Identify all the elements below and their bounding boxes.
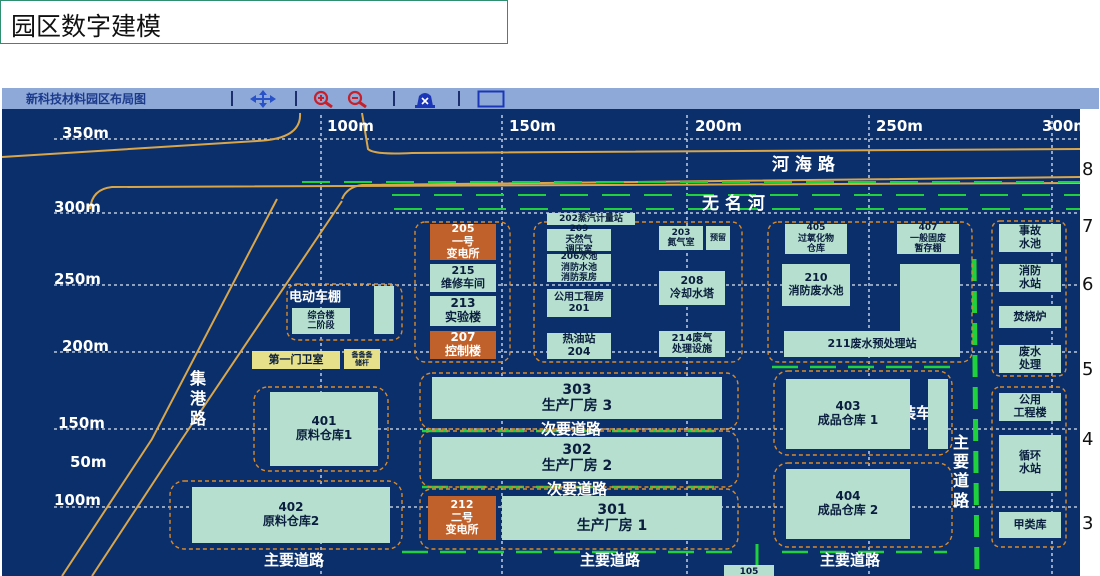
building-213[interactable]: 213 实验楼 (430, 296, 496, 326)
rectangle-select-button[interactable] (476, 89, 506, 108)
building-zonghe[interactable]: 综合楼 二阶段 (292, 308, 350, 334)
zoom-in-icon (313, 90, 333, 108)
road-label-zhuyao: 主要道路 (580, 551, 641, 569)
road-label-ciyao: 次要道路 (547, 480, 608, 498)
toolbar-separator (231, 91, 233, 106)
building-ev-shed[interactable] (374, 286, 394, 334)
road-label-zhuyao-vertical: 主 要 道 路 (953, 433, 970, 510)
axis-top-label: 250m (876, 117, 923, 135)
row-index-label: 8 (1082, 159, 1094, 180)
page-title-box: 园区数字建模 (0, 0, 508, 44)
building-201[interactable]: 公用工程房 201 (547, 289, 611, 317)
building-203[interactable]: 203 氮气室 (659, 226, 703, 250)
road-label-ciyao: 次要道路 (541, 420, 602, 438)
building-jialei[interactable]: 甲类库 (999, 512, 1061, 538)
building-215[interactable]: 215 维修车间 (430, 264, 496, 292)
axis-left-label: 200m (62, 337, 109, 355)
axis-top-label: 150m (509, 117, 556, 135)
zoom-out-icon (347, 90, 367, 108)
building-301[interactable]: 301 生产厂房 1 (502, 496, 722, 540)
building-209[interactable]: 209 天然气 调压室 (547, 224, 611, 255)
building-303[interactable]: 303 生产厂房 3 (432, 377, 722, 419)
axis-left-label: 300m (54, 198, 101, 216)
building-204[interactable]: 热油站 204 (547, 333, 611, 359)
building-401[interactable]: 401 原料仓库1 (270, 392, 378, 466)
building-205[interactable]: 205 一号 变电所 (430, 222, 496, 260)
building-211-upper[interactable] (900, 264, 960, 334)
building-403[interactable]: 403 成品仓库 1 (786, 379, 910, 449)
building-203-reserved[interactable]: 预留 (706, 226, 730, 250)
building-212[interactable]: 212 二号 变电所 (428, 496, 496, 540)
alarm-icon (415, 92, 435, 108)
rectangle-select-icon (477, 90, 505, 107)
row-index-label: 3 (1082, 513, 1094, 534)
axis-left-label: 250m (54, 270, 101, 288)
building-210[interactable]: 210 消防废水池 (782, 264, 850, 306)
building-404[interactable]: 404 成品仓库 2 (786, 469, 910, 539)
row-index-label: 6 (1082, 274, 1094, 295)
alarm-button[interactable] (412, 89, 438, 108)
map-title: 新科技材料园区布局图 (26, 92, 147, 106)
axis-top-label: 200m (695, 117, 742, 135)
building-214[interactable]: 214废气 处理设施 (659, 331, 725, 357)
building-405[interactable]: 405 过氧化物 仓库 (785, 223, 847, 254)
building-207[interactable]: 207 控制楼 (430, 330, 496, 359)
building-gate-1[interactable]: 第一门卫室 (252, 351, 340, 369)
road-label-hehai: 河 海 路 (772, 155, 835, 175)
axis-left-label: 100m (54, 491, 101, 509)
row-index-label: 5 (1082, 359, 1094, 380)
building-105[interactable]: 105 (724, 565, 774, 576)
loading-zone-block[interactable] (928, 379, 948, 449)
axis-left-label: 350m (62, 124, 109, 142)
axis-left-label: 150m (58, 414, 105, 432)
pan-icon (250, 89, 276, 108)
building-gate-small[interactable]: 备备备 储杆 (344, 349, 380, 369)
row-index-label: 7 (1082, 216, 1094, 237)
map-toolbar: 新科技材料园区布局图 (2, 88, 1099, 109)
building-fenshao[interactable]: 焚烧炉 (999, 306, 1061, 328)
building-208[interactable]: 208 冷却水塔 (659, 271, 725, 305)
zoom-in-button[interactable] (311, 89, 335, 108)
pan-button[interactable] (248, 89, 278, 108)
area-label-diandong: 电动车棚 (289, 290, 342, 305)
axis-top-label: 300m (1042, 117, 1080, 135)
building-302[interactable]: 302 生产厂房 2 (432, 437, 722, 479)
row-index-label: 4 (1082, 429, 1094, 450)
toolbar-separator (393, 91, 395, 106)
toolbar-separator (295, 91, 297, 106)
road-label-zhuyao: 主要道路 (264, 551, 325, 569)
building-407[interactable]: 407 一般固废 暂存棚 (897, 223, 959, 254)
row-index-strip: 8 7 6 5 4 3 (1080, 109, 1100, 576)
axis-left-label: 50m (70, 453, 107, 471)
park-map[interactable]: 100m 150m 200m 250m 300m 350m 300m 250m … (2, 109, 1080, 576)
road-label-zhuyao: 主要道路 (820, 551, 881, 569)
building-gongyong[interactable]: 公用 工程楼 (999, 393, 1061, 421)
road-label-jigang: 集 港 路 (190, 369, 207, 428)
building-xunhuan[interactable]: 循环 水站 (999, 435, 1061, 491)
building-feishui[interactable]: 废水 处理 (999, 345, 1061, 373)
building-xiaofang[interactable]: 消防 水站 (999, 264, 1061, 292)
building-402[interactable]: 402 原料仓库2 (192, 487, 390, 543)
river-label-wuming: 无 名 河 (702, 194, 765, 214)
axis-top-label: 100m (327, 117, 374, 135)
building-shigu[interactable]: 事故 水池 (999, 224, 1061, 252)
building-202[interactable]: 202蒸汽计量站 (547, 213, 635, 225)
page-title: 园区数字建模 (11, 12, 162, 41)
toolbar-separator (458, 91, 460, 106)
building-206[interactable]: 206水池 消防水池 消防泵房 (547, 252, 611, 283)
building-211[interactable]: 211废水预处理站 (784, 331, 960, 357)
zoom-out-button[interactable] (345, 89, 369, 108)
